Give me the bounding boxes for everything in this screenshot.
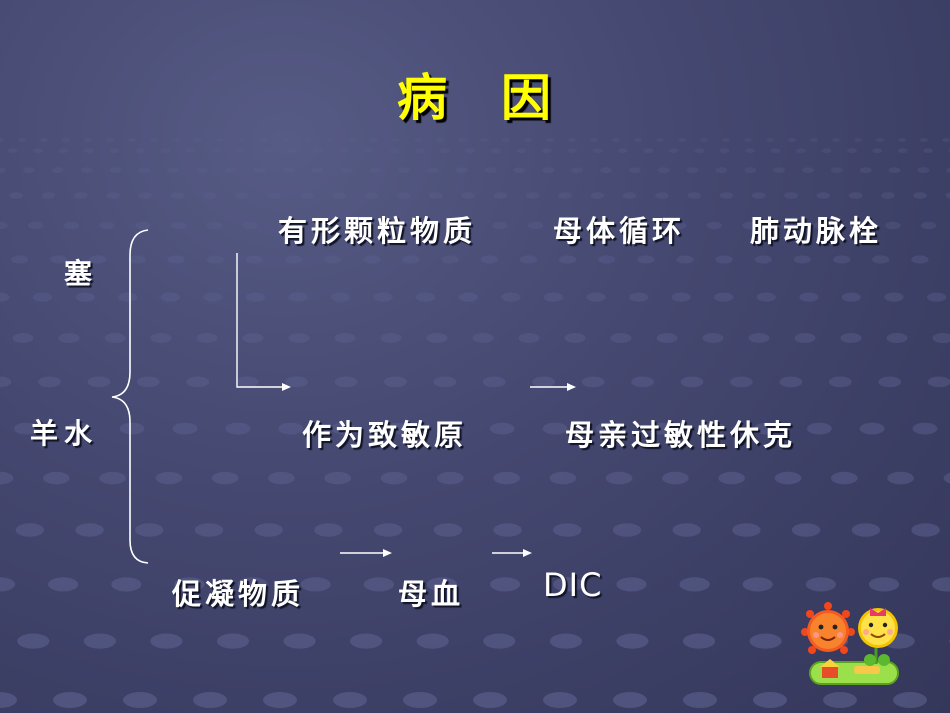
elbow-arrowhead bbox=[282, 383, 291, 391]
row1-item-c: 肺动脉栓 bbox=[750, 214, 883, 248]
row2-item-b: 母亲过敏性休克 bbox=[565, 418, 797, 452]
sun-sunflower-mascot-icon bbox=[801, 602, 899, 685]
row3-item-c: DIC bbox=[543, 566, 603, 604]
row1-item-a: 有形颗粒物质 bbox=[278, 214, 477, 248]
row3-item-b: 母血 bbox=[398, 577, 465, 611]
slide-title: 病 因 bbox=[397, 68, 553, 127]
left-curly-brace bbox=[111, 229, 149, 564]
arrow-row3-second bbox=[492, 549, 532, 557]
left-label-bottom: 羊水 bbox=[30, 417, 99, 450]
row2-item-a: 作为致敏原 bbox=[302, 418, 468, 452]
arrow-row2 bbox=[530, 383, 576, 391]
arrow-row3-first bbox=[340, 549, 392, 557]
left-label-top: 塞 bbox=[64, 257, 99, 290]
elbow-connector bbox=[236, 253, 286, 388]
row1-item-b: 母体循环 bbox=[553, 214, 686, 248]
row3-item-a: 促凝物质 bbox=[172, 577, 305, 611]
